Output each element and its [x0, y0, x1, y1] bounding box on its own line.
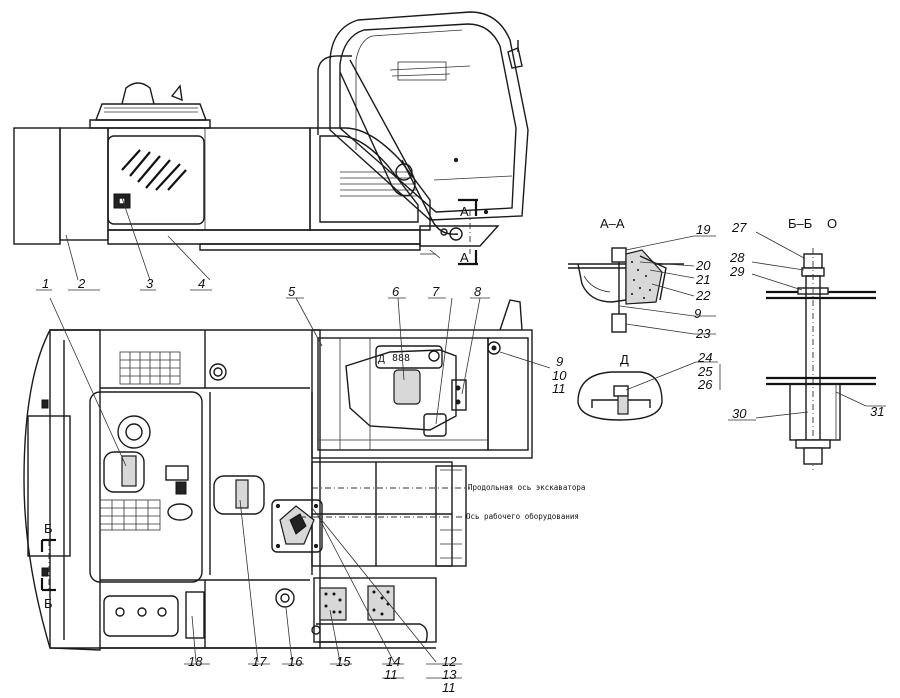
view-d-title: Д	[620, 352, 629, 367]
callout-20: 20	[695, 258, 711, 273]
cab-housing	[309, 127, 431, 231]
bracket-18	[185, 591, 205, 639]
bb-spacer	[789, 383, 841, 441]
callout-16: 16	[288, 654, 303, 669]
air-filter-cap	[121, 82, 155, 105]
callout-2: 2	[77, 276, 86, 291]
pedal-left	[319, 587, 347, 621]
callout-26: 26	[697, 377, 713, 392]
hood-panel-plan	[89, 391, 203, 583]
callout-5: 5	[288, 284, 296, 299]
rotation-symbol: O	[827, 216, 837, 231]
counterweight-plan	[23, 329, 101, 651]
callout-6: 6	[392, 284, 400, 299]
note-equipment-axis: Ось рабочего оборудования	[466, 512, 579, 521]
pedal-right	[367, 585, 395, 621]
callout-11-b: 11	[384, 667, 398, 682]
callout-18: 18	[188, 654, 203, 669]
bolt-9	[487, 341, 501, 355]
callout-17: 17	[252, 654, 267, 669]
radiator-cap	[117, 415, 151, 449]
hood-lock	[103, 451, 145, 493]
view-d: Д	[577, 352, 663, 421]
callout-25: 25	[697, 364, 713, 379]
hood-vent-grid	[99, 499, 161, 531]
leader-lines	[36, 197, 886, 679]
upper-deck	[107, 229, 421, 245]
view-d-bolt	[613, 385, 629, 397]
callout-21: 21	[695, 272, 710, 287]
section-b-top-label: Б	[44, 521, 53, 536]
display-readout: 888	[392, 353, 410, 364]
rear-panel	[59, 127, 109, 241]
callout-24: 24	[697, 350, 712, 365]
component-16	[275, 588, 295, 608]
cab-frame	[329, 11, 529, 221]
joystick	[393, 369, 421, 405]
display-panel	[375, 345, 443, 369]
callout-4: 4	[198, 276, 205, 291]
callout-30: 30	[732, 406, 747, 421]
hood-grille	[121, 149, 187, 191]
aa-nut	[611, 313, 627, 333]
callout-7: 7	[432, 284, 440, 299]
operator-seat-area	[345, 349, 457, 431]
cab-plan	[311, 329, 533, 459]
note-excavator-axis: Продольная ось экскаватора	[468, 483, 585, 492]
callout-12: 12	[442, 654, 457, 669]
callout-11: 11	[552, 381, 566, 396]
callout-27: 27	[731, 220, 747, 235]
callout-29: 29	[729, 264, 744, 279]
mirror-bracket	[499, 299, 523, 331]
filler-cap	[209, 363, 227, 381]
cab-window	[339, 23, 517, 213]
bb-bottom-nut	[803, 447, 823, 465]
callout-19: 19	[696, 222, 710, 237]
callout-14: 14	[386, 654, 400, 669]
section-a-top-label: А	[460, 204, 469, 219]
engine-hood	[107, 127, 311, 231]
section-bb-title: Б–Б	[788, 216, 812, 231]
section-b-bottom-label: Б	[44, 596, 53, 611]
plan-view: Б Б 888 Д	[23, 299, 585, 651]
aa-housing	[577, 263, 627, 303]
callout-15: 15	[336, 654, 351, 669]
callout-3: 3	[146, 276, 154, 291]
callout-8: 8	[474, 284, 482, 299]
callout-9: 9	[556, 354, 563, 369]
section-aa-title: А–А	[600, 216, 625, 231]
component-17	[213, 475, 265, 515]
view-d-outline	[577, 371, 663, 421]
cab-handrail	[317, 55, 352, 135]
callout-1: 1	[42, 276, 49, 291]
aa-seal	[625, 249, 663, 305]
callout-31: 31	[870, 404, 884, 419]
section-aa: А–А	[568, 216, 684, 333]
callout-28: 28	[729, 250, 745, 265]
section-bb: Б–Б O	[766, 216, 876, 470]
callout-13: 13	[442, 667, 457, 682]
cab-side-stripes	[340, 171, 418, 197]
callout-23: 23	[695, 326, 711, 341]
battery-box	[103, 595, 179, 637]
section-a-bottom-label: А	[460, 250, 469, 265]
callout-10: 10	[552, 368, 567, 383]
counterweight	[13, 127, 61, 245]
callout-22: 22	[695, 288, 711, 303]
callout-9-aa: 9	[694, 306, 701, 321]
callout-numbers: 1 2 3 4 5 6 7 8 9 10 11 12 13 14 15 16 1…	[42, 220, 884, 695]
callout-11-c: 11	[442, 680, 456, 695]
side-view: А А	[13, 11, 529, 266]
pedal-7	[423, 413, 447, 437]
aa-bolt-head	[611, 247, 627, 263]
top-vent-grid	[119, 351, 181, 385]
swivel-joint-plate	[271, 499, 323, 553]
view-d-marker: Д	[378, 354, 385, 365]
